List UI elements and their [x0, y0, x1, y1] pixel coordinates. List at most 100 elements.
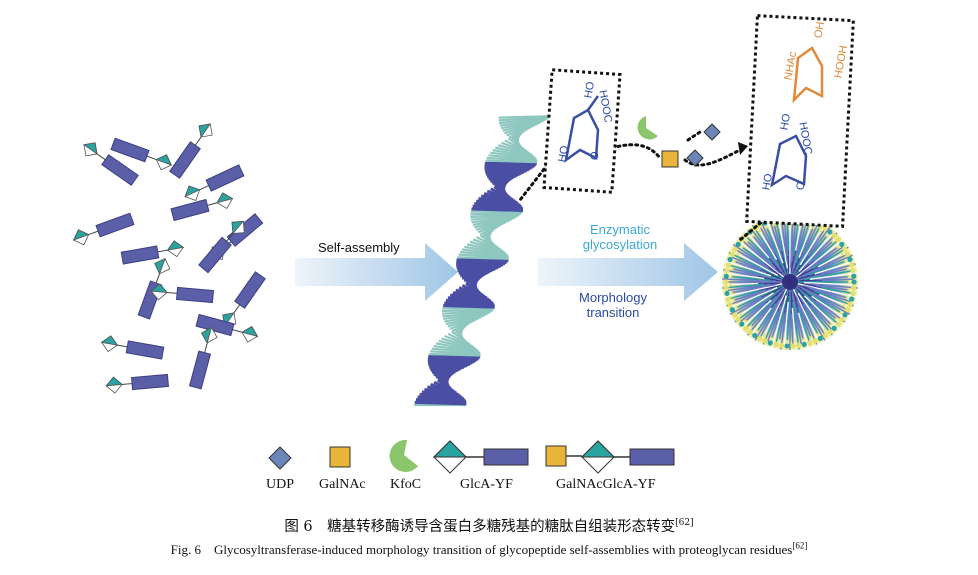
sphere-spike — [745, 295, 777, 329]
sphere-spike — [778, 313, 785, 340]
helix-strand — [498, 115, 551, 119]
sphere-headgroup — [732, 312, 738, 318]
caption-en-text: Fig. 6 Glycosyltransferase-induced morph… — [170, 542, 793, 557]
sphere-spike — [735, 249, 774, 273]
sphere-spike — [802, 303, 826, 341]
sphere-spike — [797, 283, 857, 298]
sphere-headgroup — [727, 301, 733, 308]
morphology-line1: Morphology — [579, 290, 647, 305]
caption-chinese: 图 6 糖基转移酶诱导含蛋白多糖残基的糖肽自组装形态转变[62] — [0, 515, 978, 536]
helix-strand — [499, 118, 546, 127]
self-assembly-label: Self-assembly — [318, 240, 400, 255]
monomer-15 — [82, 142, 139, 186]
sphere-headgroup — [845, 251, 851, 257]
label-ho-upper-1: HO — [760, 172, 775, 191]
sphere-spike — [731, 286, 778, 308]
helix-strand — [459, 250, 509, 258]
monomer-10 — [150, 283, 214, 304]
sphere-spike — [801, 288, 851, 315]
micelle-sphere — [722, 214, 858, 350]
legend-kfoc-label: KfoC — [390, 477, 422, 492]
sphere-headgroup — [725, 262, 731, 268]
sphere-spike — [806, 291, 841, 313]
sphere-headgroup — [743, 325, 749, 331]
sphere-spike — [796, 284, 848, 310]
sphere-spike — [740, 242, 785, 278]
label-ho-upper-2: HO — [778, 112, 793, 131]
sphere-spike — [759, 231, 778, 261]
sphere-headgroup — [727, 256, 733, 263]
monomer-9 — [137, 257, 171, 320]
sphere-spike — [796, 221, 823, 271]
sphere-headgroup — [739, 321, 745, 327]
sphere-spike — [726, 288, 772, 307]
sphere-spike — [807, 300, 831, 325]
sphere-spike — [767, 306, 782, 342]
sphere-headgroup — [835, 237, 841, 243]
self-assembly-arrow — [295, 243, 458, 301]
sphere-headgroup — [839, 241, 845, 247]
helix-strand — [428, 352, 481, 357]
helix-strand — [441, 337, 476, 349]
sphere-spike — [817, 253, 842, 268]
sphere-headgroup — [831, 233, 837, 239]
caption-en-ref: [62] — [792, 540, 808, 551]
sphere-spike — [766, 228, 786, 270]
legend-galnacglca-yf-label: GalNAcGlcA-YF — [556, 477, 656, 492]
sphere-spike — [801, 228, 814, 253]
monomer-7 — [198, 220, 245, 274]
sphere-spike — [815, 276, 848, 281]
sphere-spike — [729, 289, 760, 300]
caption-cn-text: 图 6 糖基转移酶诱导含蛋白多糖残基的糖肽自组装形态转变 — [284, 519, 676, 535]
sphere-spike — [745, 302, 767, 321]
sphere-spike — [735, 260, 766, 274]
sphere-spike — [729, 264, 777, 279]
connector-arrowhead — [738, 142, 748, 155]
sphere-spike — [771, 295, 787, 348]
sphere-spike — [803, 295, 840, 330]
sphere-spike — [808, 241, 833, 265]
sphere-headgroup — [847, 301, 853, 308]
sphere-spike — [777, 214, 789, 269]
sphere-spike — [821, 278, 853, 282]
sphere-spike — [732, 243, 769, 269]
sphere-headgroup — [752, 332, 758, 339]
sphere-headgroup — [790, 343, 796, 349]
sphere-headgroup — [850, 267, 856, 274]
helix-strand — [470, 214, 520, 221]
sphere-spike — [735, 294, 769, 315]
sphere-spike — [799, 231, 821, 266]
sphere-spike — [803, 229, 826, 261]
label-hooh: HOOH — [832, 45, 850, 80]
sphere-headgroup — [851, 273, 857, 279]
helix-strand — [431, 347, 481, 355]
sphere-spike — [764, 288, 788, 335]
sphere-spike — [791, 301, 800, 350]
sphere-spike — [796, 300, 812, 337]
sphere-headgroup — [827, 229, 833, 235]
sphere-headgroup — [839, 317, 845, 323]
sphere-spike — [745, 235, 773, 264]
caption-english: Fig. 6 Glycosyltransferase-induced morph… — [0, 539, 978, 558]
sphere-spike — [775, 220, 789, 275]
label-nhac: NHAc — [782, 50, 799, 81]
helix-strand — [486, 156, 538, 163]
legend-galnac-icon — [329, 446, 351, 468]
sphere-spike — [795, 286, 836, 319]
sphere-spike — [734, 289, 766, 301]
sphere-spike — [786, 295, 791, 340]
helix-strand — [502, 121, 541, 132]
legend-glca-yf-label: GlcA-YF — [460, 477, 513, 492]
sphere-spike — [733, 268, 783, 281]
helix-strand — [464, 245, 507, 255]
legend-galnac-label: GalNAc — [319, 477, 366, 492]
helix-strand — [497, 144, 532, 156]
sphere-spike — [728, 251, 784, 280]
sphere-headgroup — [851, 279, 857, 285]
sphere-spike — [821, 287, 853, 294]
sphere-headgroup — [851, 285, 857, 291]
legend-udp-icon — [268, 446, 292, 470]
sphere-spike — [747, 287, 786, 336]
helix-strand — [500, 120, 544, 130]
